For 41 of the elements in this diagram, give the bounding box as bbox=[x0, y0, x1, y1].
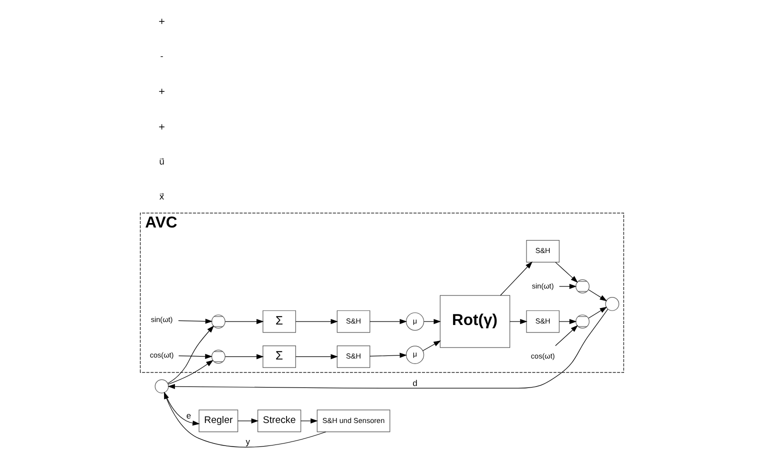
edge-label: e bbox=[186, 410, 191, 421]
node-box: Σ bbox=[262, 345, 296, 368]
arrow bbox=[224, 354, 264, 360]
arrow bbox=[423, 318, 440, 324]
arrow bbox=[167, 308, 608, 390]
arrow bbox=[300, 418, 318, 424]
arrow bbox=[554, 325, 578, 346]
arrow bbox=[294, 318, 338, 324]
label: - bbox=[160, 51, 163, 62]
arrow bbox=[369, 318, 406, 324]
arrow bbox=[167, 326, 214, 384]
arrow bbox=[558, 318, 576, 324]
node-circle bbox=[604, 297, 619, 311]
node-box: Regler bbox=[198, 410, 238, 432]
arrow bbox=[422, 340, 440, 352]
arrow bbox=[164, 392, 200, 426]
arrow bbox=[509, 318, 527, 324]
node-box: Rot(γ) bbox=[439, 295, 510, 348]
arrow bbox=[164, 392, 326, 448]
arrow bbox=[554, 262, 578, 283]
label: + bbox=[158, 86, 165, 96]
arrow bbox=[224, 318, 264, 324]
label: + bbox=[158, 16, 165, 26]
arrow bbox=[558, 284, 576, 289]
node-box: Strecke bbox=[257, 410, 301, 432]
arrow bbox=[500, 262, 532, 296]
arrow bbox=[294, 354, 338, 360]
node-box: Σ bbox=[262, 310, 296, 333]
arrow bbox=[588, 306, 607, 318]
edge-label: d bbox=[412, 378, 417, 388]
arrow bbox=[178, 354, 212, 359]
arrow bbox=[178, 318, 212, 324]
arrow bbox=[369, 352, 406, 358]
arrow bbox=[237, 418, 258, 424]
label: u⃗ bbox=[158, 156, 164, 166]
label: + bbox=[158, 121, 165, 132]
arrow bbox=[167, 360, 213, 385]
edge-label: y bbox=[245, 436, 250, 447]
node-circle bbox=[154, 379, 168, 394]
label: x⃗ bbox=[158, 192, 164, 202]
arrow bbox=[588, 289, 607, 302]
